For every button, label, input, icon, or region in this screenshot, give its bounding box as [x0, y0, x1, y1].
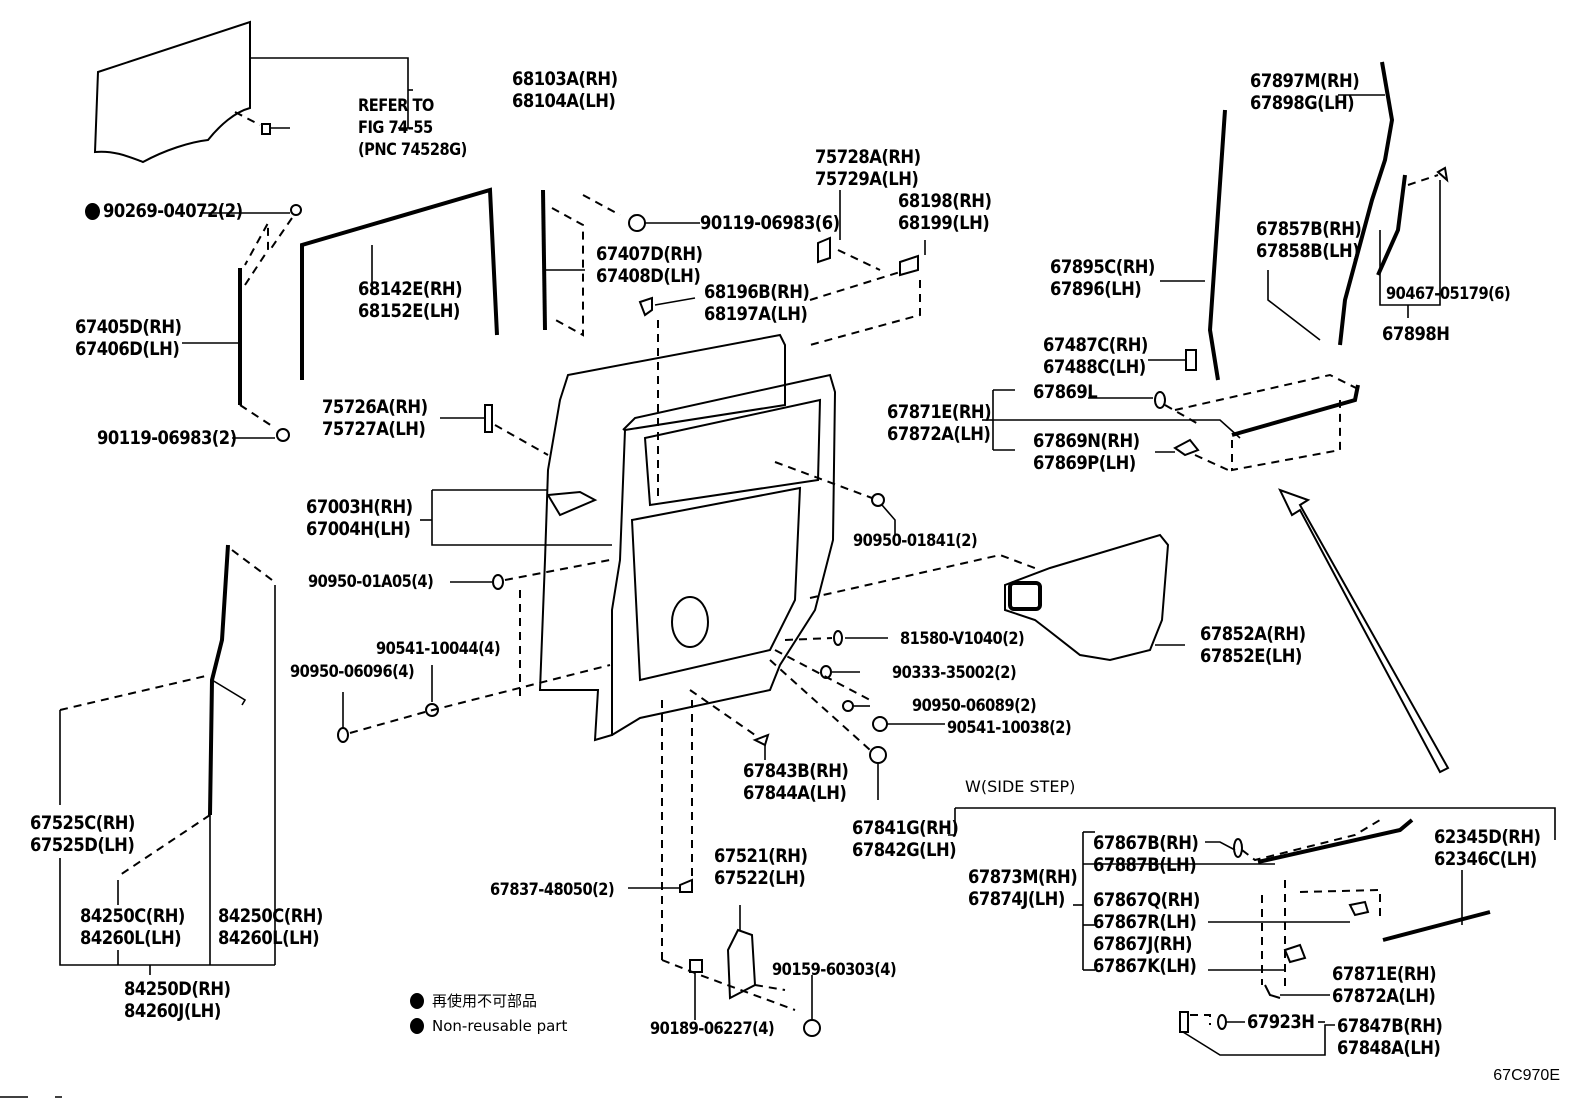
door-fasteners-right — [769, 630, 945, 800]
callout-seal-67895[interactable]: 67895C(RH) 67896(LH) — [1050, 256, 1155, 300]
door-glass — [93, 20, 413, 164]
legend-row-jp: 再使用不可部品 — [410, 988, 567, 1013]
callout-bracket-75728[interactable]: 75728A(RH) 75729A(LH) — [815, 146, 921, 190]
callout-seal-67857[interactable]: 67857B(RH) 67858B(LH) — [1256, 218, 1362, 262]
callout-service-hole-cover[interactable]: 67852A(RH) 67852E(LH) — [1200, 623, 1306, 667]
legend-row-en: Non-reusable part — [410, 1013, 567, 1038]
callout-cover-67521[interactable]: 67521(RH) 67522(LH) — [714, 845, 808, 889]
callout-plug-01841[interactable]: 90950-01841(2) — [853, 531, 978, 551]
callout-garnish-67847[interactable]: 67847B(RH) 67848A(LH) — [1337, 1015, 1443, 1059]
step-trim-upper — [982, 373, 1361, 472]
callout-clip-67867q[interactable]: 67867Q(RH) 67867R(LH) — [1093, 889, 1200, 933]
callout-scuff-67873[interactable]: 67873M(RH) 67874J(LH) — [968, 866, 1078, 910]
callout-stopper-68196[interactable]: 68196B(RH) 68197A(LH) — [704, 281, 810, 325]
callout-harness-84250d[interactable]: 84250D(RH) 84260J(LH) — [124, 978, 231, 1022]
callout-glass[interactable]: 68103A(RH) 68104A(LH) — [512, 68, 618, 112]
callout-clamp-84250c-a[interactable]: 84250C(RH) 84260L(LH) — [80, 905, 185, 949]
callout-nut-06227[interactable]: 90189-06227(4) — [650, 1019, 775, 1039]
door-fasteners-left — [337, 559, 611, 743]
callout-clip-67867b[interactable]: 67867B(RH) 67887B(LH) — [1093, 832, 1199, 876]
callout-channel-68142[interactable]: 68142E(RH) 68152E(LH) — [358, 278, 463, 322]
wire-harness — [59, 544, 276, 975]
callout-plug-06096[interactable]: 90950-06096(4) — [290, 662, 415, 682]
callout-clip-67867j[interactable]: 67867J(RH) 67867K(LH) — [1093, 933, 1197, 977]
callout-step-62345[interactable]: 62345D(RH) 62346C(LH) — [1434, 826, 1541, 870]
callout-clip-81580[interactable]: 81580-V1040(2) — [900, 629, 1025, 649]
non-reusable-marker-icon — [85, 203, 100, 220]
non-reusable-marker-icon — [410, 992, 424, 1009]
callout-clip-90467[interactable]: 90467-05179(6) — [1386, 284, 1511, 304]
run-channel-67405 — [182, 204, 302, 442]
callout-bolt-90119-2[interactable]: 90119-06983(2) — [97, 427, 237, 449]
callout-hole-cover-67841[interactable]: 67841G(RH) 67842G(LH) — [852, 817, 959, 861]
non-reusable-marker-icon — [410, 1017, 424, 1034]
lower-center-parts — [628, 689, 821, 1037]
view-arrow — [1278, 488, 1450, 774]
callout-clamp-84250c-b[interactable]: 84250C(RH) 84260L(LH) — [218, 905, 323, 949]
callout-clip-75726[interactable]: 75726A(RH) 75727A(LH) — [322, 396, 428, 440]
callout-run-67405[interactable]: 67405D(RH) 67406D(LH) — [75, 316, 182, 360]
callout-scuff-67871-bottom[interactable]: 67871E(RH) 67872A(LH) — [1332, 963, 1437, 1007]
callout-clip-67923h[interactable]: 67923H — [1247, 1011, 1315, 1033]
callout-clip-90269[interactable]: 90269-04072(2) — [103, 200, 243, 222]
legend: 再使用不可部品 Non-reusable part — [410, 988, 567, 1038]
door-panel — [420, 333, 837, 742]
callout-pad-67843[interactable]: 67843B(RH) 67844A(LH) — [743, 760, 849, 804]
figure-id: 67C970E — [1493, 1067, 1560, 1084]
reference-note[interactable]: REFER TO FIG 74-55 (PNC 74528G) — [358, 96, 467, 160]
callout-screw-60303[interactable]: 90159-60303(4) — [772, 960, 897, 980]
callout-seal-67898h[interactable]: 67898H — [1382, 323, 1450, 345]
callout-clip-67837[interactable]: 67837-48050(2) — [490, 880, 615, 900]
callout-plug-01a05[interactable]: 90950-01A05(4) — [308, 572, 434, 592]
callout-scuff-67871-top[interactable]: 67871E(RH) 67872A(LH) — [887, 401, 992, 445]
callout-bracket-68198[interactable]: 68198(RH) 68199(LH) — [898, 190, 992, 234]
callout-wire-67525[interactable]: 67525C(RH) 67525D(LH) — [30, 812, 135, 856]
callout-nut-10038[interactable]: 90541-10038(2) — [947, 718, 1072, 738]
callout-nut-10044[interactable]: 90541-10044(4) — [376, 639, 501, 659]
brackets-top — [638, 190, 926, 500]
callout-pad-67487[interactable]: 67487C(RH) 67488C(LH) — [1043, 334, 1148, 378]
callout-clip-67869l[interactable]: 67869L — [1033, 381, 1098, 403]
callout-plug-35002[interactable]: 90333-35002(2) — [892, 663, 1017, 683]
glass-channel-68142 — [300, 187, 499, 380]
service-hole-cover — [774, 461, 1185, 662]
variant-label: W(SIDE STEP) — [965, 777, 1076, 796]
callout-bolt-90119-6[interactable]: 90119-06983(6) — [700, 212, 840, 234]
callout-plug-06089[interactable]: 90950-06089(2) — [912, 696, 1037, 716]
callout-run-67407[interactable]: 67407D(RH) 67408D(LH) — [596, 243, 703, 287]
callout-clip-67869n[interactable]: 67869N(RH) 67869P(LH) — [1033, 430, 1140, 474]
side-step-group — [948, 807, 1556, 1056]
callout-seal-67897[interactable]: 67897M(RH) 67898G(LH) — [1250, 70, 1360, 114]
run-channel-67407 — [541, 189, 700, 337]
callout-door-panel[interactable]: 67003H(RH) 67004H(LH) — [306, 496, 413, 540]
weatherstrips-right — [1148, 61, 1449, 381]
